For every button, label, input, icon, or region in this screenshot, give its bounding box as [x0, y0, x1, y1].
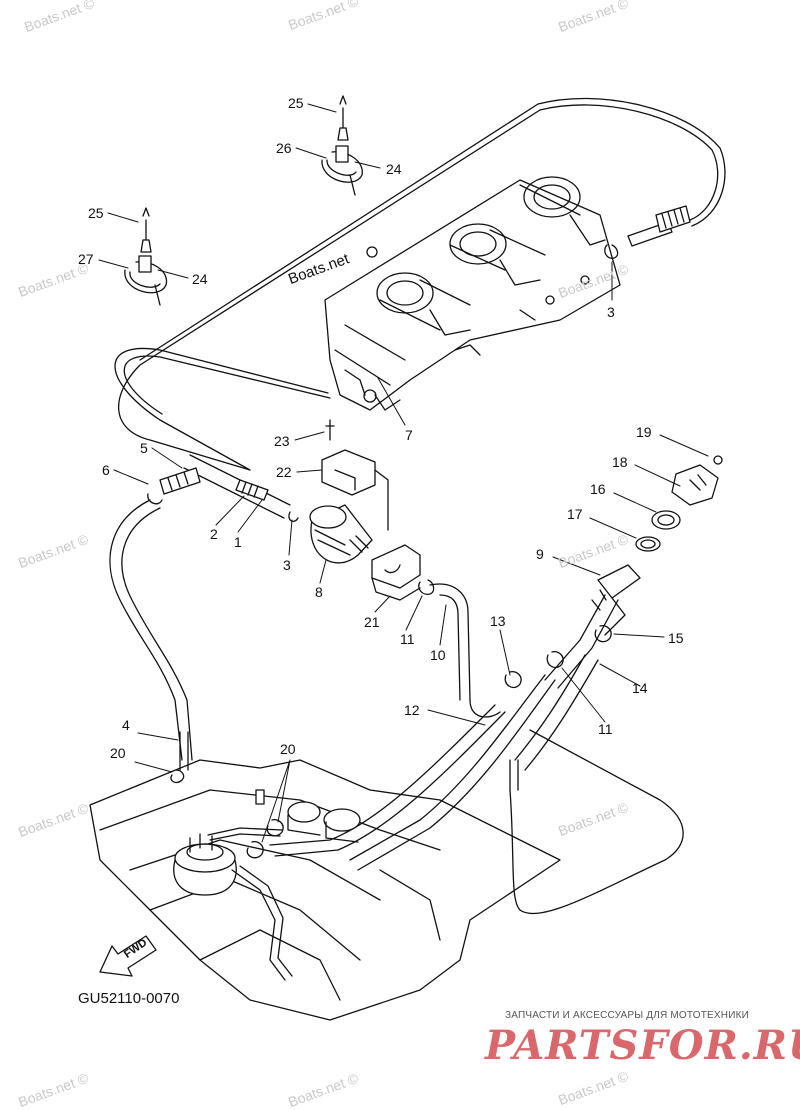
callout-11: 11	[400, 631, 415, 647]
hose-10	[418, 579, 501, 718]
clips-20	[246, 818, 284, 859]
fuel-filter-8	[288, 504, 373, 564]
callout-3: 3	[283, 557, 291, 573]
callout-20: 20	[280, 741, 296, 757]
callout-15: 15	[668, 630, 684, 646]
hose-1-2	[147, 454, 291, 519]
bracket-22	[321, 419, 389, 531]
callout-1: 1	[234, 534, 242, 550]
fwd-arrow-icon	[99, 935, 157, 977]
callout-25: 25	[288, 95, 304, 111]
callout-25: 25	[88, 205, 104, 221]
callout-21: 21	[364, 614, 380, 630]
holder-21	[371, 544, 421, 601]
hose-12-14	[269, 624, 684, 915]
callout-12: 12	[404, 702, 420, 718]
callout-9: 9	[536, 546, 544, 562]
diagram-code: GU52110-0070	[78, 990, 180, 1007]
callout-6: 6	[102, 462, 110, 478]
leader-lines	[98, 103, 709, 843]
callout-2: 2	[210, 526, 218, 542]
breather-hose-upper	[114, 104, 719, 471]
callout-13: 13	[490, 613, 506, 629]
callout-24: 24	[192, 271, 208, 287]
callout-22: 22	[276, 464, 292, 480]
callout-4: 4	[122, 717, 130, 733]
callout-11: 11	[598, 721, 613, 737]
fuel-pump-unit	[173, 827, 293, 981]
filler-neck-9	[544, 564, 641, 689]
hose-end-fitting-right	[604, 205, 691, 259]
hose-4	[109, 499, 193, 784]
callout-16: 16	[590, 481, 606, 497]
callout-19: 19	[636, 424, 652, 440]
cap-assembly	[635, 455, 723, 552]
brand-logo: PARTSFOR.RU	[485, 1022, 800, 1069]
throttle-body-assembly	[324, 176, 621, 411]
callout-27: 27	[78, 251, 94, 267]
callout-17: 17	[567, 506, 583, 522]
clip-assembly-27	[124, 207, 168, 306]
callout-8: 8	[315, 584, 323, 600]
callout-5: 5	[140, 440, 148, 456]
clip-assembly-26	[321, 95, 363, 196]
brand-tagline: ЗАПЧАСТИ И АКСЕССУАРЫ ДЛЯ МОТОТЕХНИКИ	[504, 1010, 750, 1021]
callout-18: 18	[612, 454, 628, 470]
callout-14: 14	[632, 680, 648, 696]
callout-7: 7	[405, 427, 413, 443]
breather-hose-upper-inner	[123, 97, 726, 415]
fuel-tank	[89, 759, 561, 1021]
callout-26: 26	[276, 140, 292, 156]
callout-20: 20	[110, 745, 126, 761]
callout-23: 23	[274, 433, 290, 449]
callout-10: 10	[430, 647, 446, 663]
callout-3: 3	[607, 304, 615, 320]
callout-24: 24	[386, 161, 402, 177]
